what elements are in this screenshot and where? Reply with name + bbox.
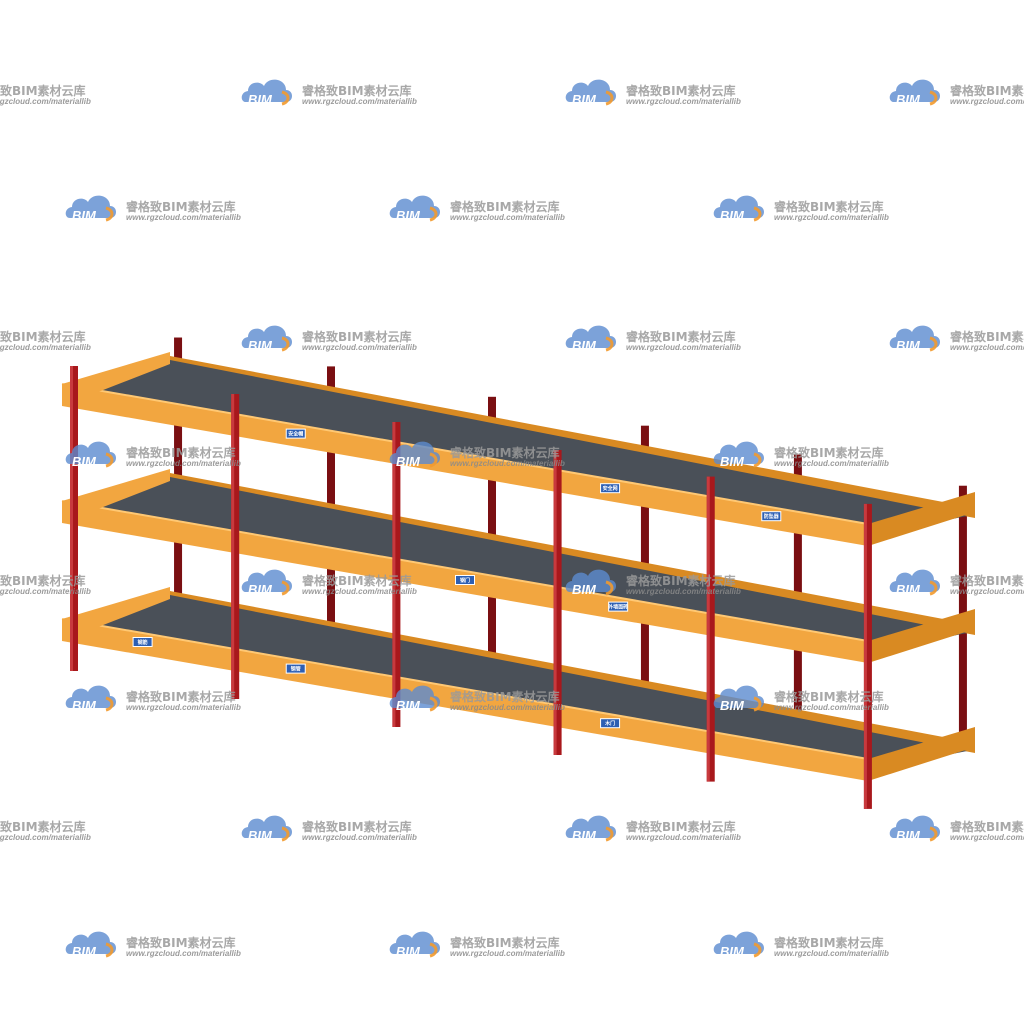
- shelf-tag-bg: [762, 512, 781, 521]
- back-post-1: [174, 337, 183, 603]
- front-post-highlight: [706, 476, 710, 782]
- shelf-deck: [74, 477, 967, 653]
- back-post-5: [793, 454, 802, 720]
- front-post-5: [706, 476, 715, 782]
- front-post-highlight: [70, 366, 73, 671]
- shelf-tag: 钢筋: [132, 637, 153, 647]
- shelf-tag-bg: [286, 664, 305, 673]
- side-beam-right: [868, 492, 975, 546]
- shelf-tag-bg: [456, 576, 474, 584]
- front-beam: [62, 619, 868, 781]
- shelf-tag: 钢门: [455, 575, 475, 585]
- rack-front-posts: [70, 366, 872, 809]
- front-post-3: [392, 422, 401, 727]
- back-post-4: [640, 425, 649, 691]
- shelf-tag-text: 安全网: [603, 485, 618, 492]
- front-beam-edge: [61, 500, 869, 642]
- shelf-tag: 安全帽: [285, 428, 306, 439]
- front-post-2: [231, 394, 240, 699]
- shelf-tag-text: 木门: [604, 720, 615, 727]
- back-post-3: [488, 396, 496, 662]
- shelf-tag-text: 防坠器: [764, 513, 780, 520]
- shelf-tag-bg: [133, 638, 152, 646]
- back-beam: [170, 591, 975, 753]
- shelf-level-3: [61, 587, 975, 781]
- shelf-tag-bg: [286, 429, 305, 438]
- front-beam-edge: [61, 383, 869, 525]
- front-post-highlight: [392, 422, 396, 727]
- back-post-2: [327, 366, 335, 632]
- side-beam-right: [868, 727, 975, 781]
- front-beam: [62, 384, 868, 546]
- shelf-tag: 安全网: [600, 483, 621, 494]
- front-post-1: [70, 366, 78, 671]
- shelf-tag-text: 钢管: [291, 666, 301, 673]
- side-beam-right: [868, 609, 975, 663]
- shelf-tag-text: 钢筋: [138, 639, 148, 646]
- shelf-deck: [74, 595, 967, 771]
- shelf-deck: [74, 360, 967, 536]
- rack-shelves: [61, 352, 975, 781]
- side-beam-left: [62, 587, 170, 641]
- shelf-tag: 钢管: [285, 663, 306, 674]
- shelf-tag-text: 钢门: [460, 577, 470, 584]
- front-post-6: [863, 503, 872, 809]
- front-post-highlight: [231, 394, 235, 699]
- back-beam: [170, 356, 975, 518]
- side-beam-left: [62, 352, 170, 406]
- shelf-tag: 防坠器: [761, 511, 782, 522]
- front-beam-edge: [61, 618, 869, 760]
- front-post-4: [553, 450, 562, 755]
- shelf-level-1: [61, 352, 975, 546]
- side-beam-left: [62, 469, 170, 523]
- back-beam: [170, 473, 975, 635]
- shelf-tag-text: 外墙面砖: [608, 604, 628, 611]
- shelf-tag: 外墙面砖: [608, 601, 628, 612]
- shelf-tag-bg: [601, 719, 620, 728]
- shelf-tag-bg: [609, 602, 628, 611]
- front-post-highlight: [863, 503, 867, 809]
- shelf-tag-bg: [601, 484, 620, 493]
- front-post-highlight: [553, 450, 557, 755]
- shelf-tag: 木门: [600, 718, 621, 729]
- shelf-tag-text: 安全帽: [288, 431, 303, 438]
